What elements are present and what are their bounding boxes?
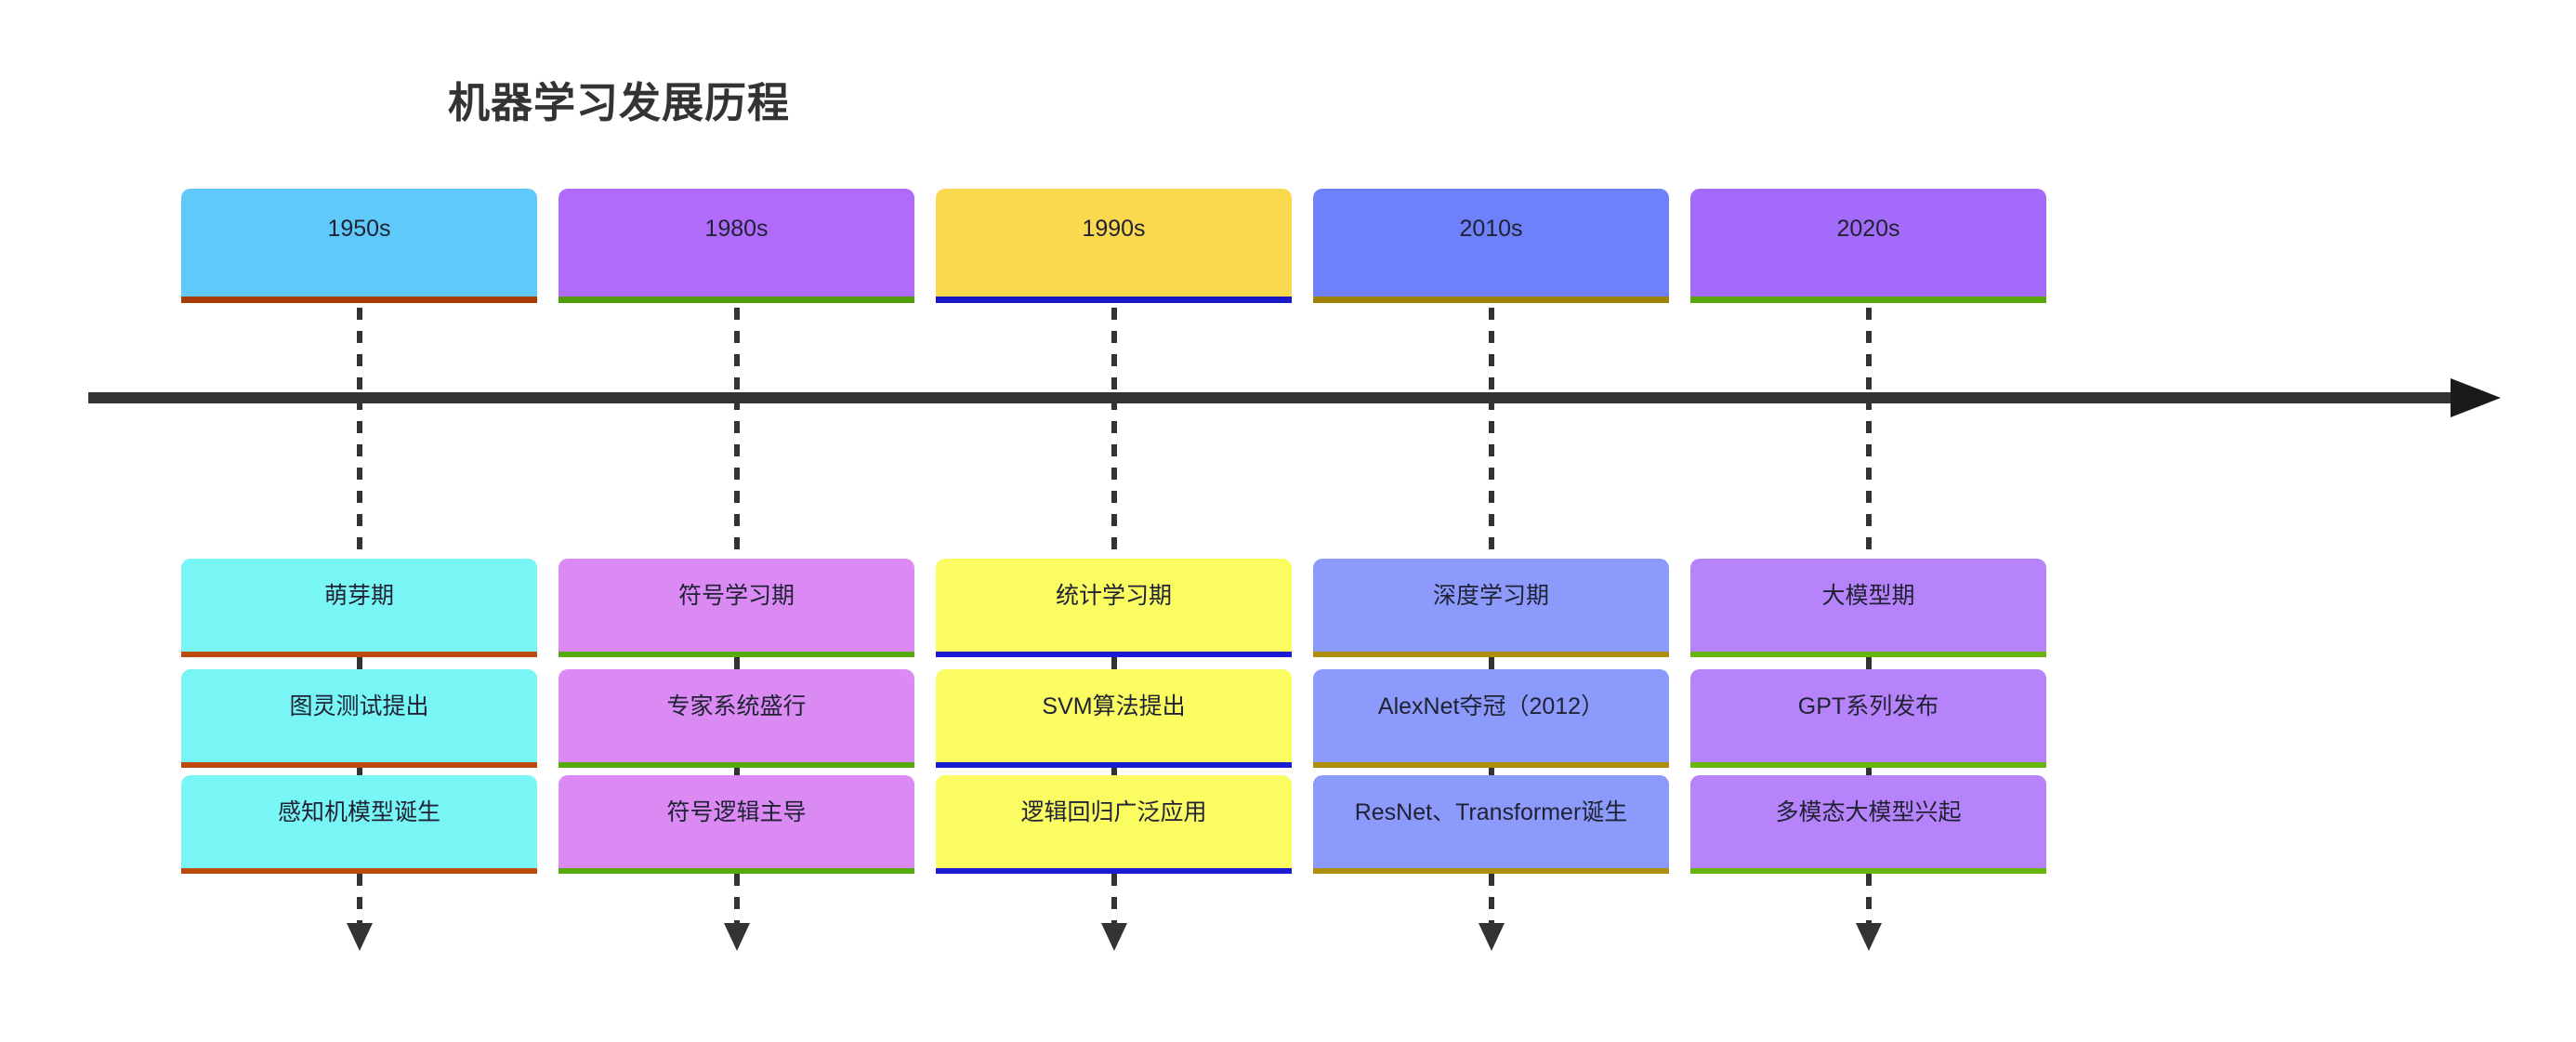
dashed-connector [733, 767, 740, 780]
timeline-column-1950s: 1950s 萌芽期图灵测试提出感知机模型诞生 [181, 0, 537, 1042]
dashed-connector [1111, 398, 1117, 561]
dashed-connector [1865, 308, 1872, 398]
milestone-label: 多模态大模型兴起 [1775, 799, 1962, 825]
dashed-connector [733, 874, 740, 925]
phase-label: 符号学习期 [677, 583, 795, 609]
timeline-axis-arrowhead [2451, 378, 2501, 417]
milestone-box[interactable]: 图灵测试提出 [181, 669, 537, 768]
phase-label: 大模型期 [1821, 583, 1915, 609]
phase-label: 统计学习期 [1055, 583, 1172, 609]
dashed-connector [1111, 657, 1117, 674]
milestone-box[interactable]: GPT系列发布 [1690, 669, 2046, 768]
dashed-connector [356, 767, 362, 780]
era-box[interactable]: 1990s [936, 189, 1292, 303]
page-title: 机器学习发展历程 [448, 79, 791, 126]
dashed-connector [1488, 874, 1494, 925]
column-arrowhead-icon [1855, 923, 1882, 951]
column-arrowhead-icon [1100, 923, 1127, 951]
dashed-connector [1488, 308, 1494, 398]
dashed-connector [356, 657, 362, 674]
timeline-column-1990s: 1990s 统计学习期 SVM算法提出逻辑回归广泛应用 [936, 0, 1292, 1042]
phase-box[interactable]: 符号学习期 [559, 559, 914, 657]
phase-box[interactable]: 萌芽期 [181, 559, 537, 657]
dashed-connector [1111, 874, 1117, 925]
dashed-connector [1111, 308, 1117, 398]
dashed-connector [1488, 767, 1494, 780]
milestone-label: GPT系列发布 [1797, 693, 1939, 719]
column-arrowhead-icon [1478, 923, 1505, 951]
milestone-box[interactable]: 逻辑回归广泛应用 [936, 775, 1292, 874]
timeline-column-2010s: 2010s 深度学习期 AlexNet夺冠（2012） ResNet、Transfor… [1313, 0, 1669, 1042]
dashed-connector [1865, 874, 1872, 925]
era-label: 2020s [1836, 216, 1900, 242]
milestone-label: 感知机模型诞生 [277, 799, 440, 825]
milestone-label: ResNet、Transformer诞生 [1354, 799, 1628, 825]
dashed-connector [1111, 767, 1117, 780]
milestone-label: 专家系统盛行 [666, 693, 807, 719]
milestone-label: 图灵测试提出 [289, 693, 429, 719]
milestone-box[interactable]: 感知机模型诞生 [181, 775, 537, 874]
dashed-connector [356, 874, 362, 925]
dashed-connector [1488, 657, 1494, 674]
milestone-label: 符号逻辑主导 [666, 799, 807, 825]
milestone-box[interactable]: AlexNet夺冠（2012） [1313, 669, 1669, 768]
milestone-label: SVM算法提出 [1042, 693, 1186, 719]
era-label: 1980s [704, 216, 769, 242]
era-box[interactable]: 2010s [1313, 189, 1669, 303]
column-arrowhead-icon [723, 923, 750, 951]
phase-box[interactable]: 统计学习期 [936, 559, 1292, 657]
era-box[interactable]: 1950s [181, 189, 537, 303]
dashed-connector [1865, 657, 1872, 674]
phase-box[interactable]: 深度学习期 [1313, 559, 1669, 657]
milestone-box[interactable]: 多模态大模型兴起 [1690, 775, 2046, 874]
phase-label: 萌芽期 [323, 583, 394, 609]
milestone-box[interactable]: 专家系统盛行 [559, 669, 914, 768]
column-arrowhead-icon [346, 923, 373, 951]
timeline-column-2020s: 2020s 大模型期 GPT系列发布多模态大模型兴起 [1690, 0, 2046, 1042]
era-box[interactable]: 1980s [559, 189, 914, 303]
dashed-connector [733, 398, 740, 561]
milestone-label: AlexNet夺冠（2012） [1377, 693, 1605, 719]
dashed-connector [1865, 767, 1872, 780]
era-label: 2010s [1459, 216, 1523, 242]
timeline-column-1980s: 1980s 符号学习期专家系统盛行符号逻辑主导 [559, 0, 914, 1042]
phase-box[interactable]: 大模型期 [1690, 559, 2046, 657]
dashed-connector [356, 398, 362, 561]
dashed-connector [1488, 398, 1494, 561]
milestone-label: 逻辑回归广泛应用 [1020, 799, 1207, 825]
dashed-connector [356, 308, 362, 398]
milestone-box[interactable]: 符号逻辑主导 [559, 775, 914, 874]
dashed-connector [1865, 398, 1872, 561]
era-label: 1990s [1082, 216, 1146, 242]
dashed-connector [733, 308, 740, 398]
milestone-box[interactable]: ResNet、Transformer诞生 [1313, 775, 1669, 874]
era-box[interactable]: 2020s [1690, 189, 2046, 303]
era-label: 1950s [327, 216, 391, 242]
milestone-box[interactable]: SVM算法提出 [936, 669, 1292, 768]
dashed-connector [733, 657, 740, 674]
phase-label: 深度学习期 [1432, 583, 1549, 609]
